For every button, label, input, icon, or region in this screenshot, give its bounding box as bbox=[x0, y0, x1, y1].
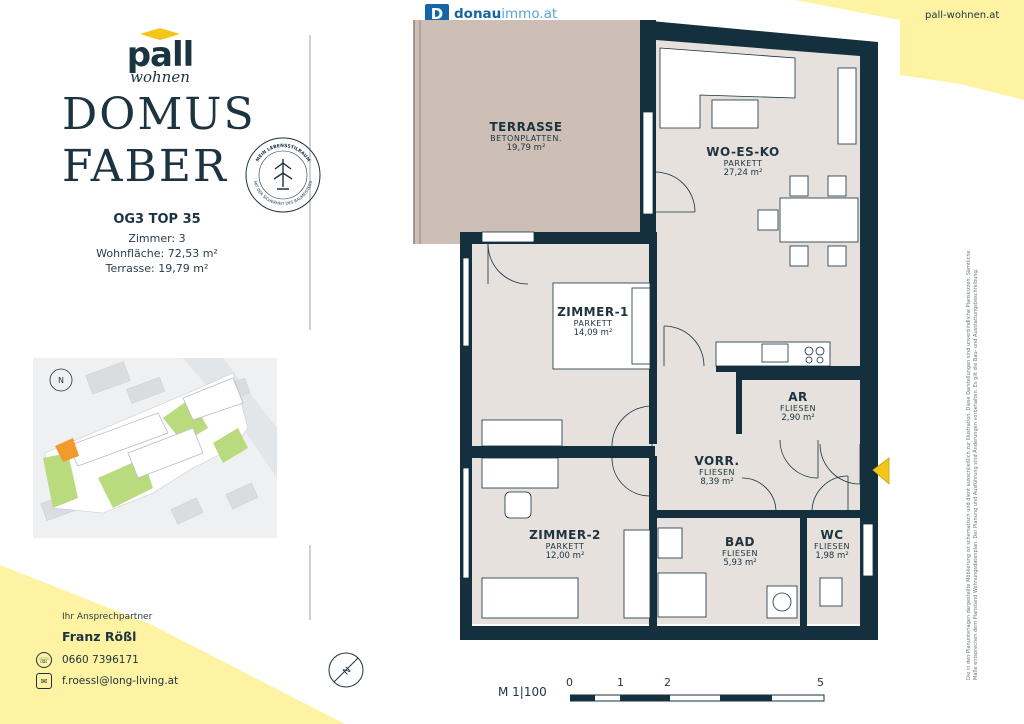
compass-icon: N bbox=[328, 652, 364, 688]
agent-brand-name: donauimmo.at bbox=[454, 6, 558, 22]
windows bbox=[462, 111, 874, 579]
project-buildings bbox=[67, 377, 244, 479]
site-unit-highlight bbox=[55, 438, 79, 462]
unit-rooms: Zimmer: 3 bbox=[128, 232, 186, 245]
top-right-yellow-corner bbox=[900, 0, 1024, 100]
scale-label: M 1|100 bbox=[498, 685, 547, 699]
scale-tick-2: 2 bbox=[664, 676, 671, 689]
phone-icon: ☏ bbox=[36, 652, 52, 668]
mail-icon: ✉ bbox=[36, 673, 52, 689]
brand-logo: pall wohnen bbox=[100, 28, 220, 86]
contact-name: Franz Rößl bbox=[62, 629, 137, 644]
bottom-left-yellow-corner bbox=[0, 565, 345, 724]
entrance-marker-icon bbox=[872, 457, 890, 485]
contact-phone[interactable]: 0660 7396171 bbox=[62, 654, 139, 666]
agent-logo: D donauimmo.at bbox=[425, 4, 557, 24]
unit-code: OG3 TOP 35 bbox=[113, 212, 201, 227]
project-seal-icon: MEIN LEBENSSTILRAUM MIT DER SICHERHEIT D… bbox=[245, 137, 321, 213]
unit-terrace: Terrasse: 19,79 m² bbox=[105, 262, 209, 275]
project-title-line1: DOMUS bbox=[62, 89, 256, 140]
brand-name: pall bbox=[126, 35, 195, 75]
scale-tick-0: 0 bbox=[566, 676, 573, 689]
disclaimer-text: Die in den Planunterlagen dargestellte M… bbox=[966, 250, 979, 680]
top-yellow-strip bbox=[795, 0, 900, 20]
door-swings bbox=[487, 171, 861, 513]
floor-plan bbox=[413, 20, 890, 640]
agent-logo-mark: D bbox=[425, 4, 449, 24]
brand-url[interactable]: pall-wohnen.at bbox=[925, 10, 1000, 21]
site-north-label: N bbox=[58, 376, 64, 385]
terrace-area bbox=[414, 20, 640, 244]
contact-heading: Ihr Ansprechpartner bbox=[62, 612, 153, 622]
site-plan-map: N bbox=[33, 358, 277, 538]
project-title-line2: FABER bbox=[62, 141, 229, 192]
unit-living-area: Wohnfläche: 72,53 m² bbox=[96, 247, 218, 260]
contact-phone-row[interactable]: ☏ 0660 7396171 bbox=[36, 652, 139, 668]
scale-tick-1: 1 bbox=[617, 676, 624, 689]
scale-tick-5: 5 bbox=[817, 676, 824, 689]
scale-bar bbox=[570, 694, 825, 702]
svg-text:N: N bbox=[341, 665, 353, 677]
contact-email[interactable]: f.roessl@long-living.at bbox=[62, 675, 179, 687]
site-north-arrow-icon bbox=[49, 368, 73, 392]
brand-sub: wohnen bbox=[130, 68, 190, 86]
contact-email-row[interactable]: ✉ f.roessl@long-living.at bbox=[36, 673, 178, 689]
logo-diamond-icon bbox=[140, 28, 180, 40]
